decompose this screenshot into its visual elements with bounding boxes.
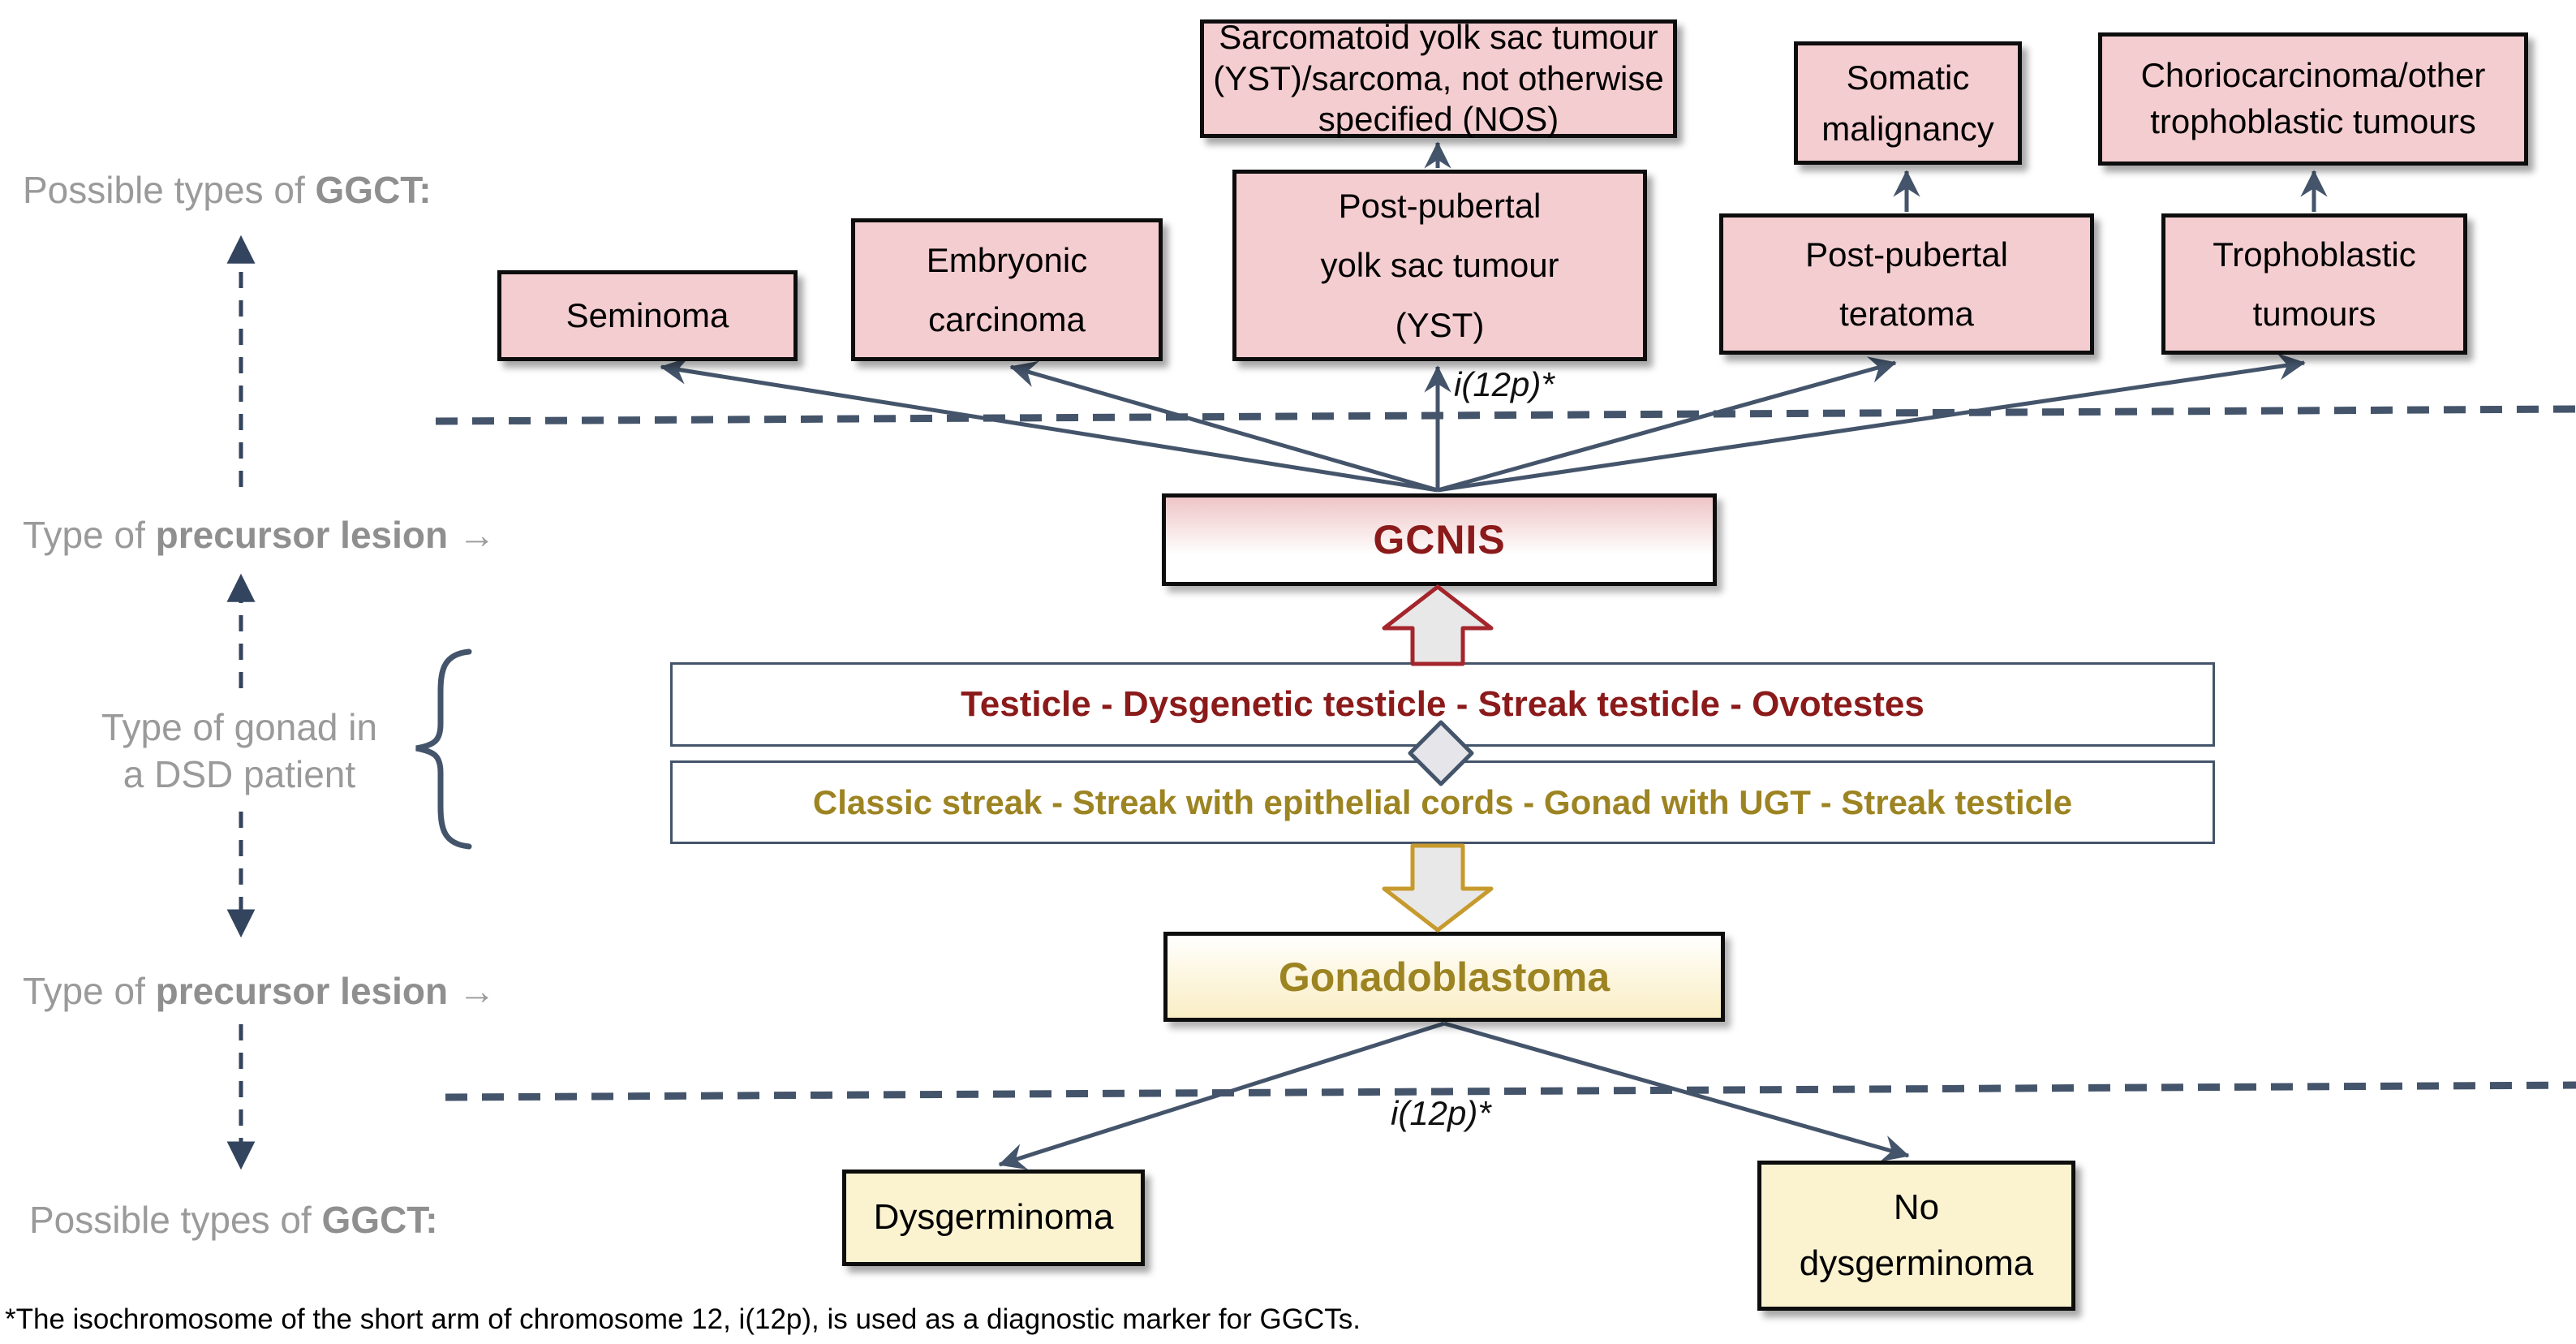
node-label: No dysgerminoma — [1799, 1187, 2034, 1283]
possible-types-prefix: Possible types of — [23, 169, 316, 211]
node-dysgerminoma: Dysgerminoma — [842, 1170, 1145, 1266]
node-post-pubertal-teratoma: Post-pubertal teratoma — [1719, 213, 2094, 355]
band-label: Classic streak - Streak with epithelial … — [812, 782, 2073, 821]
right-arrow-glyph: → — [448, 970, 496, 1012]
node-no-dysgerminoma: No dysgerminoma — [1757, 1161, 2075, 1311]
node-label: Somatic malignancy — [1821, 58, 1994, 148]
band-streak-types: Classic streak - Streak with epithelial … — [670, 760, 2215, 844]
node-label: Gonadoblastoma — [1278, 954, 1611, 1000]
node-gcnis: GCNIS — [1162, 493, 1717, 586]
node-label: Sarcomatoid yolk sac tumour (YST)/sarcom… — [1213, 18, 1664, 139]
node-label: Choriocarcinoma/other trophoblastic tumo… — [2140, 56, 2486, 140]
possible-types-prefix: Possible types of — [29, 1199, 322, 1241]
node-label: Trophoblastic tumours — [2213, 235, 2416, 334]
footnote: *The isochromosome of the short arm of c… — [5, 1303, 1361, 1335]
band-label: Testicle - Dysgenetic testicle - Streak … — [961, 684, 1924, 724]
node-post-pubertal-yst: Post-pubertal yolk sac tumour (YST) — [1232, 170, 1647, 361]
node-gonadoblastoma: Gonadoblastoma — [1163, 932, 1725, 1022]
node-somatic-malignancy: Somatic malignancy — [1794, 41, 2022, 165]
possible-types-bold: GGCT: — [315, 169, 432, 211]
possible-types-label-top: Possible types of GGCT: — [23, 168, 432, 212]
node-label: GCNIS — [1373, 517, 1506, 562]
node-label: Post-pubertal teratoma — [1805, 235, 2008, 334]
precursor-bold: precursor lesion — [155, 514, 449, 556]
precursor-prefix: Type of — [23, 514, 156, 556]
precursor-lesion-label-bottom: Type of precursor lesion → — [23, 969, 496, 1013]
possible-types-bold: GGCT: — [321, 1199, 438, 1241]
possible-types-label-bottom: Possible types of GGCT: — [29, 1198, 438, 1242]
i12p-marker-top: i(12p)* — [1454, 365, 1555, 403]
up-block-arrow — [1382, 584, 1494, 666]
node-label: Seminoma — [566, 295, 729, 334]
precursor-lesion-label-top: Type of precursor lesion → — [23, 513, 496, 557]
node-label: Embryonic carcinoma — [926, 240, 1088, 339]
gonad-type-label: Type of gonad in a DSD patient — [101, 706, 378, 795]
precursor-bold: precursor lesion — [155, 970, 449, 1012]
i12p-marker-bottom: i(12p)* — [1391, 1094, 1491, 1132]
node-label: Post-pubertal yolk sac tumour (YST) — [1320, 186, 1559, 344]
node-choriocarcinoma: Choriocarcinoma/other trophoblastic tumo… — [2098, 32, 2528, 166]
node-embryonic-carcinoma: Embryonic carcinoma — [851, 218, 1163, 361]
node-trophoblastic-tumours: Trophoblastic tumours — [2161, 213, 2467, 355]
down-block-arrow — [1382, 843, 1494, 933]
right-arrow-glyph: → — [448, 514, 496, 556]
precursor-prefix: Type of — [23, 970, 156, 1012]
node-sarcomatoid-yst: Sarcomatoid yolk sac tumour (YST)/sarcom… — [1200, 18, 1677, 139]
node-label: Dysgerminoma — [873, 1197, 1114, 1238]
node-seminoma: Seminoma — [497, 270, 798, 361]
band-testicle-types: Testicle - Dysgenetic testicle - Streak … — [670, 662, 2215, 747]
